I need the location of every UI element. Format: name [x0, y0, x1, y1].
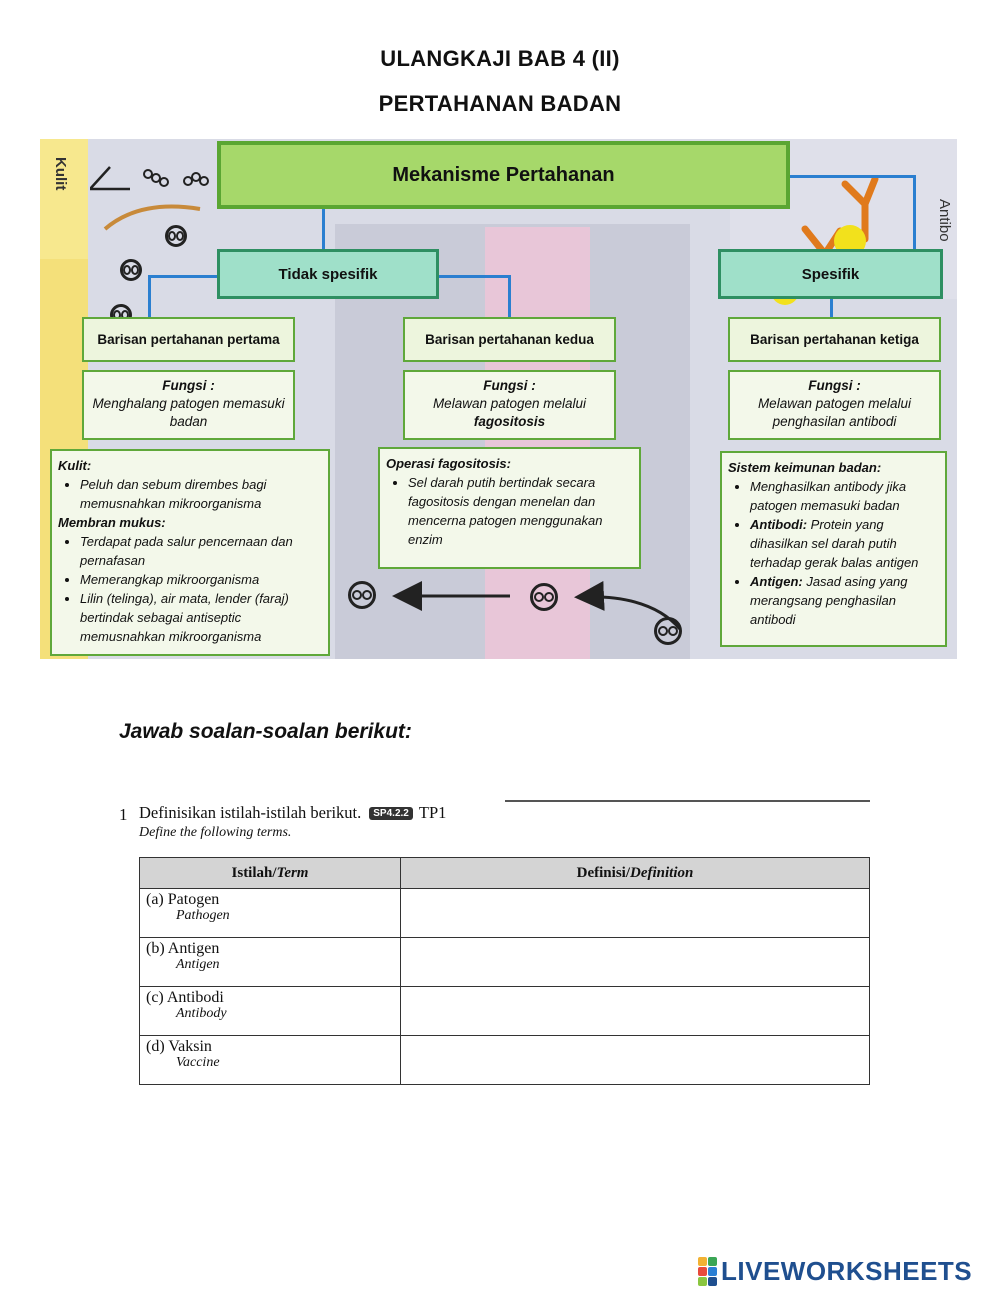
- description-bullet: Antibodi: Protein yang dihasilkan sel da…: [750, 515, 939, 572]
- first-line-title-box: Barisan pertahanan pertama: [82, 317, 295, 362]
- second-line-function-box: Fungsi : Melawan patogen melalui fagosit…: [403, 370, 616, 440]
- antibody-side-label: Antibo: [936, 199, 953, 242]
- definition-column-header: Definisi/Definition: [400, 857, 870, 889]
- specific-label: Spesifik: [801, 265, 860, 283]
- pathogen-icon: [120, 259, 142, 281]
- pathogen-icon: [654, 617, 682, 645]
- description-bullet: Peluh dan sebum dirembes bagi memusnahka…: [80, 475, 322, 513]
- description-bullet: Memerangkap mikroorganisma: [80, 570, 322, 589]
- bullet-term: Antibodi:: [750, 517, 808, 532]
- logo-mark-icon: [698, 1257, 717, 1286]
- function-bold-term: fagositosis: [473, 414, 546, 429]
- connector-line: [830, 297, 833, 319]
- logo-text: LIVEWORKSHEETS: [721, 1256, 973, 1286]
- function-text: Menghalang patogen memasuki badan: [92, 396, 285, 429]
- connector-line: [913, 175, 916, 255]
- pathogen-icon: [348, 581, 376, 609]
- non-specific-label: Tidak spesifik: [278, 265, 378, 283]
- function-heading: Fungsi :: [162, 378, 215, 393]
- question-text-english: Define the following terms.: [139, 825, 292, 840]
- pathogen-icon: [165, 225, 187, 247]
- bacteria-icon: [90, 166, 209, 191]
- tp-level: TP1: [418, 803, 447, 822]
- definition-answer-cell[interactable]: [400, 888, 870, 938]
- definition-answer-cell[interactable]: [400, 937, 870, 987]
- main-concept-label: Mekanisme Pertahanan: [392, 163, 615, 186]
- terms-table: Istilah/Term Definisi/Definition (a) Pat…: [139, 857, 870, 1085]
- pathogen-icon: [530, 583, 558, 611]
- function-text: Melawan patogen melalui penghasilan anti…: [757, 396, 912, 429]
- worksheet-subtitle: PERTAHANAN BADAN: [378, 91, 622, 116]
- bullet-text: Protein yang dihasilkan sel darah putih …: [750, 517, 919, 570]
- description-bullet: Antigen: Jasad asing yang merangsang pen…: [750, 572, 939, 629]
- definition-answer-cell[interactable]: [400, 1035, 870, 1085]
- description-bullet: Menghasilkan antibody jika patogen memas…: [750, 477, 939, 515]
- question-block: 1 Definisikan istilah-istilah berikut. SP…: [115, 795, 875, 1085]
- connector-line: [508, 275, 511, 319]
- second-line-title: Barisan pertahanan kedua: [425, 332, 594, 347]
- non-specific-box: Tidak spesifik: [217, 249, 439, 299]
- specific-box: Spesifik: [718, 249, 943, 299]
- function-heading: Fungsi :: [483, 378, 536, 393]
- phagocytosis-arrows: [392, 580, 682, 630]
- question-text-malay: Definisikan istilah-istilah berikut.: [139, 803, 362, 822]
- bullet-text: Jasad asing yang merangsang penghasilan …: [750, 574, 908, 627]
- function-text: Melawan patogen melalui: [432, 396, 587, 411]
- question-number: 1: [119, 805, 128, 824]
- syllabus-badge: SP4.2.2: [369, 807, 413, 820]
- term-column-header: Istilah/Term: [139, 857, 401, 889]
- curved-bacterium-icon: [103, 204, 201, 231]
- question-text: Definisikan istilah-istilah berikut. SP4.…: [139, 803, 446, 823]
- description-heading: Membran mukus:: [58, 515, 166, 530]
- third-line-function-box: Fungsi : Melawan patogen melalui penghas…: [728, 370, 941, 440]
- skin-top-background: [40, 139, 88, 259]
- description-bullet: Lilin (telinga), air mata, lender (faraj…: [80, 589, 322, 646]
- third-line-title: Barisan pertahanan ketiga: [750, 332, 919, 347]
- question-instruction: Jawab soalan-soalan berikut:: [119, 720, 412, 743]
- definition-answer-cell[interactable]: [400, 986, 870, 1036]
- header-rule: [505, 800, 870, 802]
- liveworksheets-logo[interactable]: LIVEWORKSHEETS: [698, 1256, 972, 1287]
- connector-line: [790, 175, 915, 178]
- description-heading: Operasi fagositosis:: [386, 456, 511, 471]
- connector-line: [148, 275, 151, 319]
- first-line-description-box: Kulit: Peluh dan sebum dirembes bagi mem…: [50, 449, 330, 656]
- third-line-description-box: Sistem keimunan badan: Menghasilkan anti…: [720, 451, 947, 647]
- second-line-description-box: Operasi fagositosis: Sel darah putih ber…: [378, 447, 641, 569]
- worksheet-title: ULANGKAJI BAB 4 (II): [380, 46, 620, 71]
- connector-line: [148, 275, 220, 278]
- description-bullet: Sel darah putih bertindak secara fagosit…: [408, 473, 633, 549]
- second-line-title-box: Barisan pertahanan kedua: [403, 317, 616, 362]
- main-concept-box: Mekanisme Pertahanan: [217, 141, 790, 209]
- bullet-term: Antigen:: [750, 574, 803, 589]
- third-line-title-box: Barisan pertahanan ketiga: [728, 317, 941, 362]
- defense-mechanism-diagram: Kulit Antibo Mekanisme Pertahanan Tidak …: [40, 139, 957, 659]
- first-line-function-box: Fungsi : Menghalang patogen memasuki bad…: [82, 370, 295, 440]
- description-heading: Kulit:: [58, 458, 92, 473]
- connector-line: [438, 275, 510, 278]
- description-bullet: Terdapat pada salur pencernaan dan perna…: [80, 532, 322, 570]
- description-heading: Sistem keimunan badan:: [728, 460, 882, 475]
- connector-line: [322, 209, 325, 254]
- first-line-title: Barisan pertahanan pertama: [97, 332, 280, 347]
- skin-side-label: Kulit: [52, 157, 69, 191]
- function-heading: Fungsi :: [808, 378, 861, 393]
